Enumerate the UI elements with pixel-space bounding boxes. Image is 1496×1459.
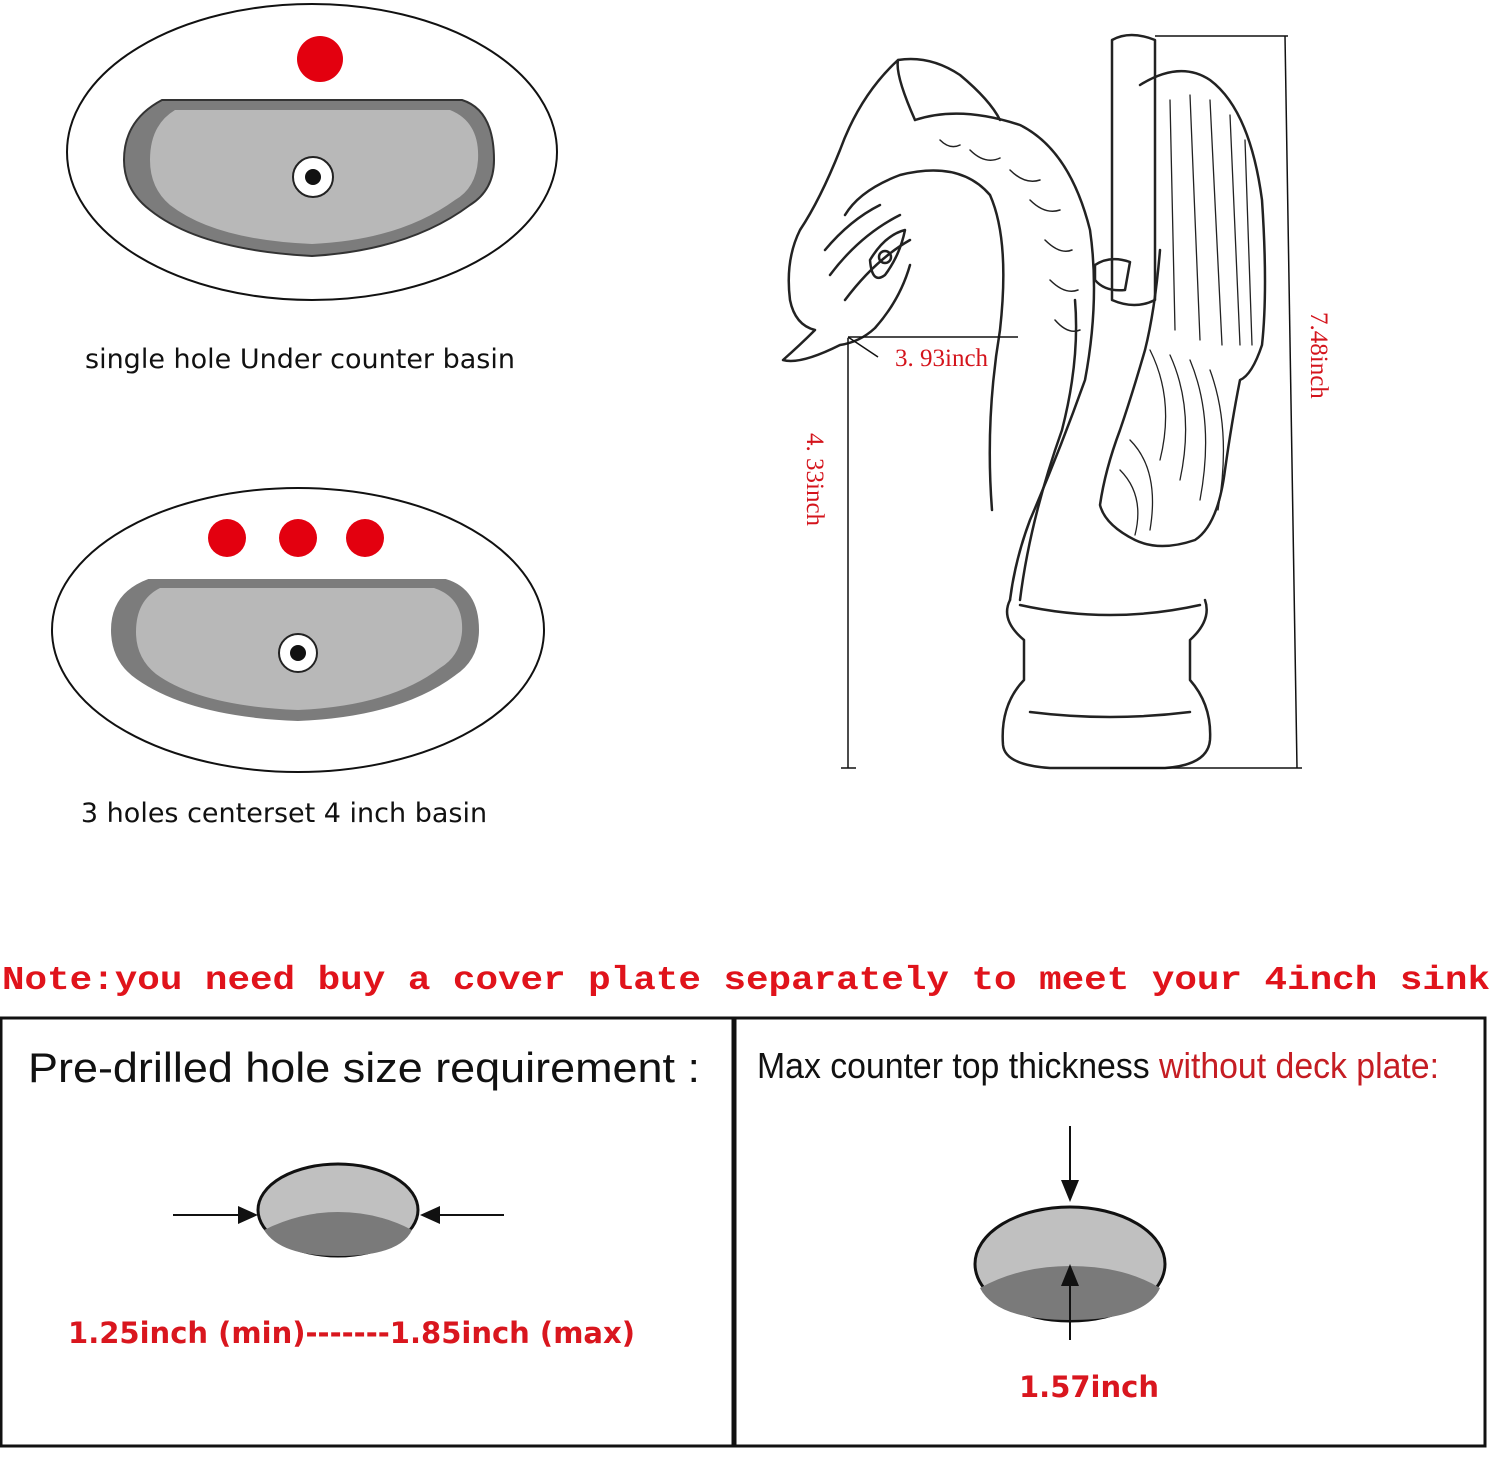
swan-head-detail [823, 203, 912, 302]
single-hole-basin: single hole Under counter basin [66, 3, 558, 375]
faucet-handle-lever [1093, 257, 1132, 292]
spout-height-label: 4. 33inch [801, 433, 828, 527]
swan-wing-feathers [1119, 94, 1253, 536]
dimension-lines [841, 35, 1302, 769]
faucet-hole-marker [208, 519, 246, 557]
faucet-handle [1110, 33, 1157, 307]
basin-caption: 3 holes centerset 4 inch basin [81, 798, 487, 829]
faucet-neck-inner [1018, 298, 1078, 602]
three-hole-basin: 3 holes centerset 4 inch basin [51, 487, 545, 829]
spout-reach-line [847, 336, 879, 358]
arrow-down-head [1061, 1180, 1079, 1202]
thickness-title: Max counter top thickness without deck p… [757, 1045, 1439, 1086]
requirements-table: Pre-drilled hole size requirement : 1.25… [0, 1016, 1487, 1448]
swan-faucet-drawing [781, 33, 1267, 770]
basin-caption: single hole Under counter basin [85, 344, 515, 375]
total-height-line [1284, 35, 1298, 769]
faucet-neck-front [843, 169, 1005, 512]
faucet-hole-marker [297, 36, 343, 82]
arrow-right-head [420, 1206, 440, 1224]
hole-shadow [264, 1212, 412, 1256]
spout-reach-label: 3. 93inch [895, 345, 989, 372]
swan-head [781, 57, 1002, 363]
hole-size-range: 1.25inch (min)-------1.85inch (max) [68, 1316, 635, 1350]
drain-center [305, 169, 321, 185]
faucet-neck-back [913, 112, 1096, 602]
faucet-hole-marker [279, 519, 317, 557]
hole-size-title: Pre-drilled hole size requirement : [28, 1044, 700, 1091]
total-height-label: 7.48inch [1305, 312, 1332, 399]
swan-eye [868, 228, 907, 280]
thickness-title-prefix: Max counter top thickness [757, 1045, 1159, 1086]
thickness-diagram [973, 1126, 1167, 1340]
swan-eye-pupil [877, 249, 893, 265]
cover-plate-note: Note:you need buy a cover plate separate… [2, 962, 1490, 999]
swan-wing [1098, 69, 1267, 548]
thickness-value: 1.57inch [1019, 1370, 1159, 1404]
faucet-base [1001, 598, 1212, 770]
arrow-up-head [1061, 1264, 1079, 1286]
faucet-hole-marker [346, 519, 384, 557]
swan-neck-texture [939, 139, 1081, 332]
table-border [0, 1016, 1487, 1448]
hole-size-diagram [173, 1162, 504, 1258]
thickness-title-highlight: without deck plate: [1158, 1045, 1439, 1086]
arrow-left-head [238, 1206, 258, 1224]
drain-center [290, 645, 306, 661]
faucet-base-ring [1018, 603, 1202, 617]
faucet-base-ring [1028, 710, 1192, 719]
